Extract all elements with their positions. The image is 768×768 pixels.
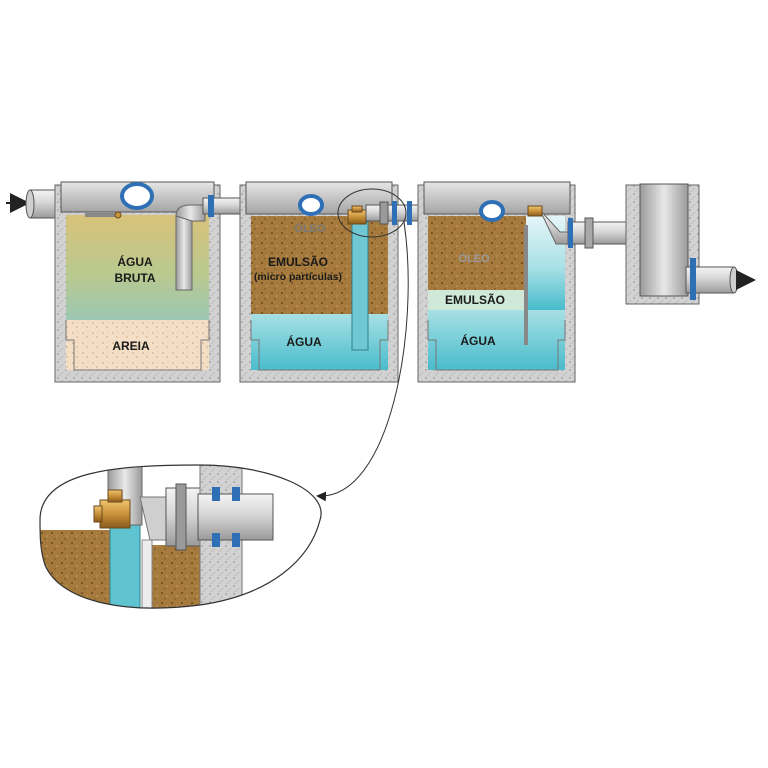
detail-callout <box>316 188 409 502</box>
tank-3: ÓLEO EMULSÃO ÁGUA <box>417 181 576 383</box>
pipe-1-2 <box>202 195 244 217</box>
tank2-oil-label: ÓLEO <box>294 222 326 235</box>
tank3-water-label: ÁGUA <box>460 333 496 348</box>
tank1-water-label-1: ÁGUA <box>117 254 153 269</box>
tank3-emulsion-label: EMULSÃO <box>445 292 505 307</box>
tank-1: ÁGUA BRUTA AREIA <box>54 181 221 383</box>
tank3-oil-label: ÓLEO <box>458 252 490 265</box>
tank2-emulsion-label: EMULSÃO <box>268 254 328 269</box>
tank1-water-label-2: BRUTA <box>114 271 155 285</box>
tank2-water-label: ÁGUA <box>286 334 322 349</box>
tank-2: ÓLEO EMULSÃO (micro partículas) ÁGUA <box>239 181 399 383</box>
outlet-box <box>625 183 756 305</box>
tank2-emulsion-note: (micro partículas) <box>254 271 342 283</box>
tank1-sand-label: AREIA <box>112 339 150 353</box>
detail-bubble <box>39 464 322 609</box>
pipe-2-3 <box>365 201 435 225</box>
